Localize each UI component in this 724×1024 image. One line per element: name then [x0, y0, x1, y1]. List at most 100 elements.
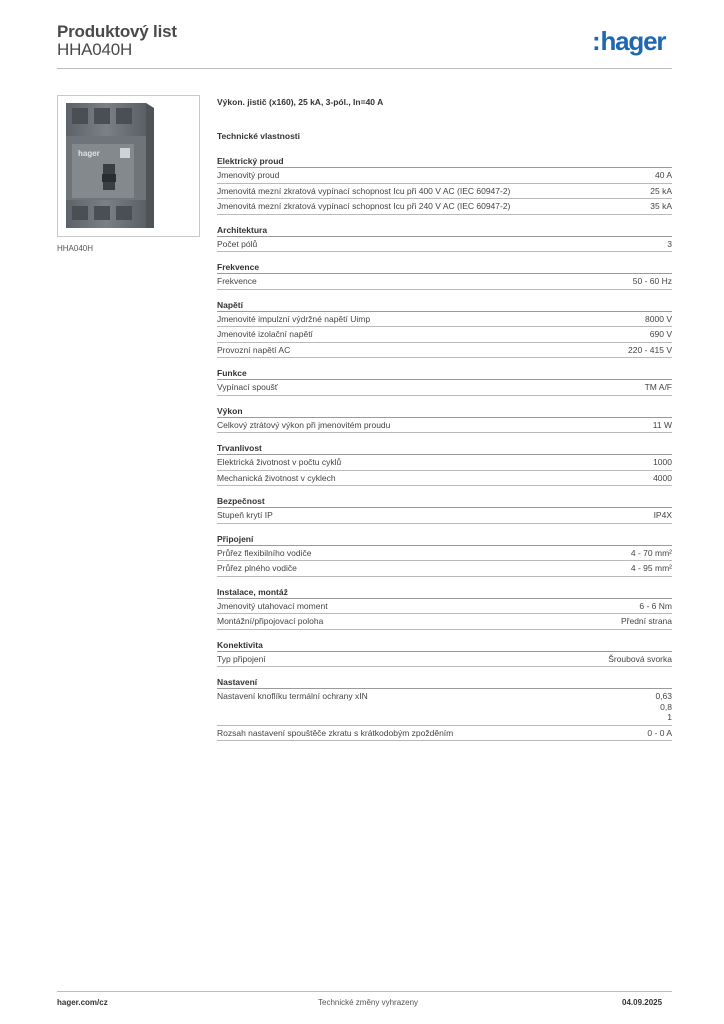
spec-label: Jmenovité impulzní výdržné napětí Uimp: [217, 313, 371, 324]
spec-row: Počet pólů 3: [217, 237, 672, 252]
spec-value: 40 A: [654, 170, 672, 180]
spec-label: Jmenovitá mezní zkratová vypínací schopn…: [217, 185, 511, 196]
spec-row: Stupeň krytí IP IP4X: [217, 508, 672, 524]
spec-row: Jmenovité izolační napětí 690 V: [217, 327, 672, 343]
spec-value: 8000 V: [645, 313, 672, 324]
spec-row: Jmenovitá mezní zkratová vypínací schopn…: [217, 184, 672, 199]
spec-row: Jmenovitý utahovací moment 6 - 6 Nm: [217, 599, 672, 614]
spec-row: Rozsah nastavení spouštěče zkratu s krát…: [217, 726, 672, 741]
spec-label: Elektrická životnost v počtu cyklů: [217, 457, 342, 467]
spec-label: Typ připojení: [217, 653, 266, 664]
spec-value: 4 - 95 mm²: [630, 563, 672, 573]
spec-label: Stupeň krytí IP: [217, 510, 273, 520]
circuit-breaker-illustration: hager: [66, 103, 154, 228]
product-image: hager: [57, 95, 200, 237]
spec-label: Rozsah nastavení spouštěče zkratu s krát…: [217, 727, 454, 738]
spec-value: 4 - 70 mm²: [630, 547, 672, 558]
spec-value-item: 0,8: [660, 701, 672, 712]
section-title: Nastavení: [217, 676, 672, 689]
technical-properties-heading: Technické vlastnosti: [217, 131, 300, 141]
spec-value: 35 kA: [650, 201, 672, 211]
spec-row: Celkový ztrátový výkon při jmenovitém pr…: [217, 418, 672, 433]
spec-value: Přední strana: [620, 616, 672, 626]
spec-label: Nastavení knoflíku termální ochrany xIN: [217, 691, 368, 701]
spec-value-item: 1: [667, 712, 672, 722]
header-divider: [57, 68, 672, 69]
spec-value: 220 - 415 V: [628, 344, 672, 355]
spec-label: Vypínací spoušť: [217, 382, 278, 392]
spec-label: Průřez flexibilního vodiče: [217, 547, 312, 558]
spec-row: Elektrická životnost v počtu cyklů 1000: [217, 455, 672, 471]
spec-value: 25 kA: [650, 185, 672, 196]
spec-value: 6 - 6 Nm: [639, 600, 672, 611]
spec-value: 11 W: [652, 419, 672, 430]
spec-value: 0 - 0 A: [647, 727, 672, 738]
spec-row: Jmenovitý proud 40 A: [217, 168, 672, 184]
spec-row: Mechanická životnost v cyklech 4000: [217, 471, 672, 486]
spec-row: Nastavení knoflíku termální ochrany xIN 0…: [217, 689, 672, 726]
spec-label: Mechanická životnost v cyklech: [217, 472, 336, 483]
spec-label: Celkový ztrátový výkon při jmenovitém pr…: [217, 419, 391, 430]
spec-label: Montážní/připojovací poloha: [217, 616, 324, 626]
section-title: Konektivita: [217, 639, 672, 652]
spec-value-item: 0,63: [655, 691, 672, 701]
spec-value: Šroubová svorka: [608, 653, 672, 664]
spec-value: TM A/F: [644, 382, 672, 392]
section-title: Elektrický proud: [217, 155, 672, 168]
section-title: Připojení: [217, 533, 672, 546]
spec-row: Montážní/připojovací poloha Přední strana: [217, 614, 672, 630]
spec-label: Jmenovité izolační napětí: [217, 329, 313, 339]
spec-value: 4000: [653, 472, 672, 483]
spec-label: Provozní napětí AC: [217, 344, 291, 355]
spec-value: 3: [667, 238, 672, 249]
spec-label: Jmenovitá mezní zkratová vypínací schopn…: [217, 201, 511, 211]
section-title: Napětí: [217, 299, 672, 312]
footer-website: hager.com/cz: [57, 998, 108, 1007]
spec-row: Jmenovité impulzní výdržné napětí Uimp 80…: [217, 312, 672, 327]
spec-value: IP4X: [653, 510, 672, 520]
image-caption: HHA040H: [57, 244, 94, 253]
spec-row: Vypínací spoušť TM A/F: [217, 380, 672, 396]
section-title: Architektura: [217, 224, 672, 237]
spec-label: Jmenovitý utahovací moment: [217, 600, 328, 611]
page-title: Produktový list: [57, 22, 177, 41]
spec-label: Průřez plného vodiče: [217, 563, 297, 573]
svg-text:hager: hager: [78, 149, 100, 158]
spec-label: Počet pólů: [217, 238, 258, 249]
section-title: Funkce: [217, 367, 672, 380]
section-title: Trvanlivost: [217, 442, 672, 455]
spec-row: Typ připojení Šroubová svorka: [217, 652, 672, 667]
section-title: Bezpečnost: [217, 495, 672, 508]
spec-value: 1000: [653, 457, 672, 467]
footer-note: Technické změny vyhrazeny: [318, 998, 419, 1007]
footer-divider: [57, 991, 672, 992]
spec-value: 690 V: [649, 329, 672, 339]
spec-value: 50 - 60 Hz: [632, 276, 672, 286]
spec-row: Průřez plného vodiče 4 - 95 mm²: [217, 561, 672, 577]
spec-row: Jmenovitá mezní zkratová vypínací schopn…: [217, 199, 672, 215]
spec-label: Jmenovitý proud: [217, 170, 280, 180]
section-title: Frekvence: [217, 261, 672, 274]
spec-label: Frekvence: [217, 276, 257, 286]
spec-row: Průřez flexibilního vodiče 4 - 70 mm²: [217, 546, 672, 561]
hager-logo: :hager: [592, 26, 666, 56]
footer-date: 04.09.2025: [622, 998, 663, 1007]
product-description: Výkon. jistič (x160), 25 kA, 3-pól., In=…: [217, 97, 384, 107]
section-title: Instalace, montáž: [217, 586, 672, 599]
spec-row: Frekvence 50 - 60 Hz: [217, 274, 672, 290]
section-title: Výkon: [217, 405, 672, 418]
